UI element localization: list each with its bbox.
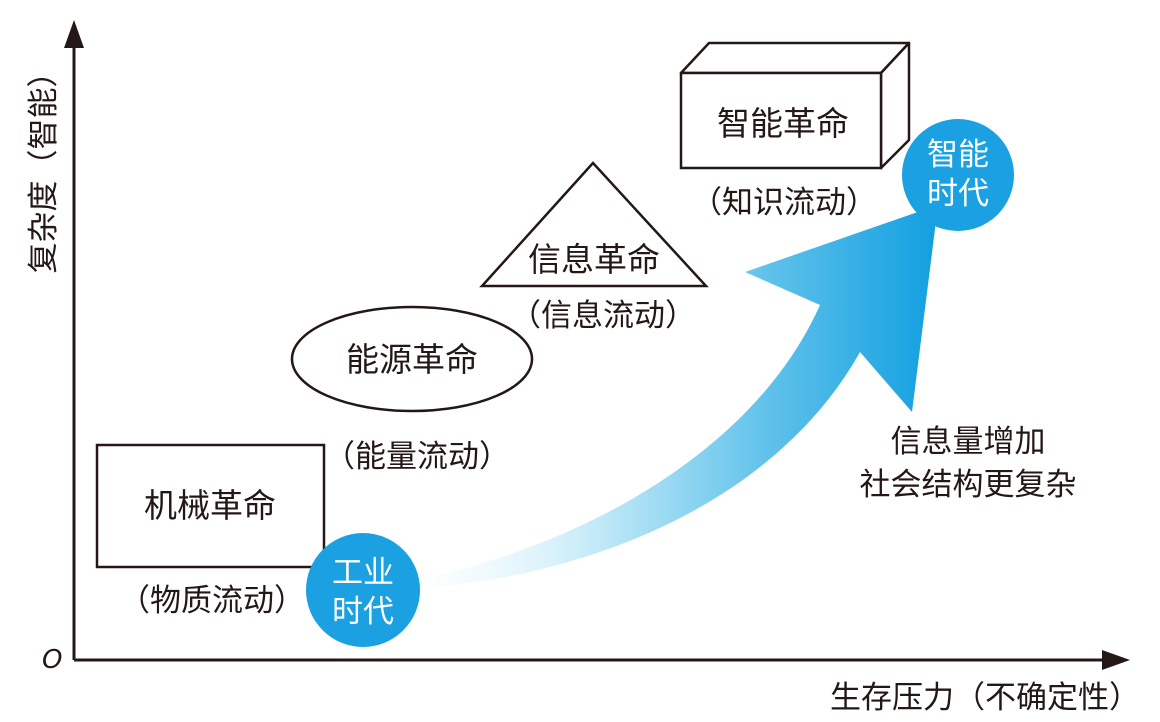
mechanical-flow-label: （物质流动）: [119, 583, 305, 619]
axes: [64, 20, 1130, 670]
growth-arrow: [395, 205, 938, 590]
box-front-face: [679, 71, 883, 170]
intelligence-revolution-title: 智能革命: [717, 104, 849, 143]
information-flow-label: （信息流动）: [510, 298, 696, 334]
energy-revolution-title: 能源革命: [346, 340, 478, 379]
trend-line1: 信息量增加: [891, 424, 1046, 460]
industrial-era-circle: [306, 533, 420, 647]
intelligent-era-line1: 智能: [927, 137, 989, 173]
origin-label: O: [42, 645, 62, 675]
x-axis-label: 生存压力（不确定性）: [830, 680, 1140, 716]
intelligent-era-line2: 时代: [927, 176, 989, 212]
x-axis-arrowhead: [1102, 650, 1130, 670]
y-axis-label: 复杂度（智能）: [26, 57, 62, 274]
industrial-era-line2: 时代: [332, 594, 394, 630]
mechanical-revolution-title: 机械革命: [144, 486, 276, 525]
y-axis-arrowhead: [64, 20, 84, 48]
industrial-era-line1: 工业: [332, 555, 394, 591]
intelligence-revolution-box: [679, 41, 911, 170]
intelligence-flow-label: （知识流动）: [691, 185, 877, 221]
information-revolution-triangle: [479, 161, 709, 288]
energy-revolution-ellipse: [290, 305, 534, 413]
information-revolution-title: 信息革命: [528, 240, 660, 279]
box-top-face: [679, 41, 911, 75]
mechanical-revolution-box: [95, 443, 326, 569]
energy-flow-label: （能量流动）: [324, 439, 510, 475]
intelligent-era-circle: [902, 119, 1014, 231]
trend-line2: 社会结构更复杂: [860, 467, 1077, 503]
